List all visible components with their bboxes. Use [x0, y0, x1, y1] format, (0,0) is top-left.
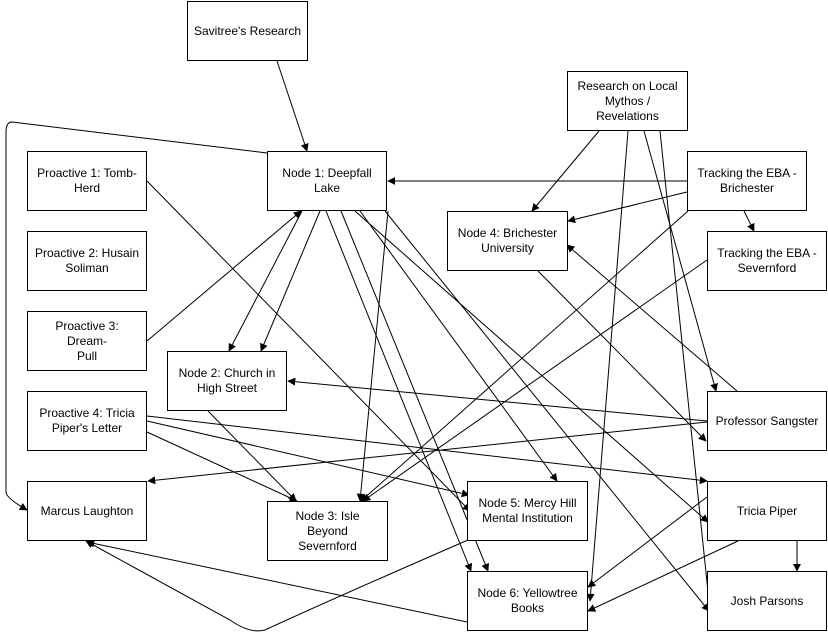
node-proactive-2-husain-soliman[interactable]: Proactive 2: Husain Soliman — [27, 231, 147, 291]
edge-node1-to-node5 — [359, 210, 558, 482]
node-tricia-piper[interactable]: Tricia Piper — [707, 481, 827, 541]
node-josh-parsons[interactable]: Josh Parsons — [707, 571, 827, 631]
edge-node4-to-sangster — [537, 270, 707, 442]
node-5-mercy-hill-mental-institution[interactable]: Node 5: Mercy Hill Mental Institution — [467, 481, 588, 541]
node-proactive-3-dream-pull[interactable]: Proactive 3: Dream- Pull — [27, 311, 147, 371]
edge-node1-to-marcus — [5, 121, 268, 511]
edge-node5-to-node6-curve — [85, 539, 469, 632]
node-professor-sangster[interactable]: Professor Sangster — [707, 391, 827, 451]
edge-brichester-to-node4 — [567, 191, 688, 224]
edge-mythos-to-josh — [659, 130, 714, 612]
edge-mythos-to-node6 — [586, 130, 629, 602]
edge-proactive1-to-node5 — [146, 180, 471, 512]
edge-tricia-to-node6-a — [587, 496, 708, 588]
edge-node1-to-node6-a — [325, 210, 473, 572]
node-proactive-1-tomb-herd[interactable]: Proactive 1: Tomb- Herd — [27, 151, 147, 211]
node-4-brichester-university[interactable]: Node 4: Brichester University — [447, 211, 568, 271]
node-marcus-laughton[interactable]: Marcus Laughton — [27, 481, 147, 541]
node-6-yellowtree-books[interactable]: Node 6: Yellowtree Books — [467, 571, 588, 631]
edge-proactive4-to-node3 — [146, 431, 298, 502]
node-tracking-eba-severnford[interactable]: Tracking the EBA - Severnford — [707, 231, 827, 291]
edge-sangster-to-marcus — [147, 421, 708, 485]
node-savitrees-research[interactable]: Savitree's Research — [187, 1, 308, 61]
edge-node1-to-node2-a — [228, 210, 303, 352]
edge-sangster-to-node2 — [287, 377, 708, 422]
edge-savitree-to-node1 — [276, 60, 309, 152]
edge-node1-to-node2-b — [260, 210, 321, 352]
node-research-local-mythos[interactable]: Research on Local Mythos / Revelations — [567, 71, 688, 131]
edge-node1-to-josh — [384, 210, 710, 612]
node-proactive-4-tricia-pipers-letter[interactable]: Proactive 4: Tricia Piper's Letter — [27, 391, 147, 451]
edge-mythos-to-node4 — [531, 130, 600, 212]
edge-severnford-to-node3 — [362, 259, 708, 502]
edge-mythos-to-sangster — [643, 130, 718, 392]
edge-node6-to-marcus — [86, 539, 468, 623]
edge-proactive4-to-node5 — [146, 420, 470, 498]
edge-node1-to-node3 — [356, 210, 389, 502]
edge-node1-to-tricia — [354, 210, 709, 523]
node-tracking-eba-brichester[interactable]: Tracking the EBA - Brichester — [687, 151, 807, 211]
edge-brichester-to-severnford — [743, 210, 755, 232]
edge-proactive3-to-node1 — [146, 210, 302, 342]
node-1-deepfall-lake[interactable]: Node 1: Deepfall Lake — [267, 151, 387, 211]
edge-tricia-to-node6-b — [587, 540, 739, 612]
edge-sangster-to-node4 — [566, 244, 738, 392]
edge-proactive4-to-tricia — [146, 415, 708, 485]
node-3-isle-beyond-severnford[interactable]: Node 3: Isle Beyond Severnford — [267, 501, 388, 561]
node-2-church-in-high-street[interactable]: Node 2: Church in High Street — [167, 351, 287, 411]
edge-node2-to-node3 — [207, 410, 297, 502]
